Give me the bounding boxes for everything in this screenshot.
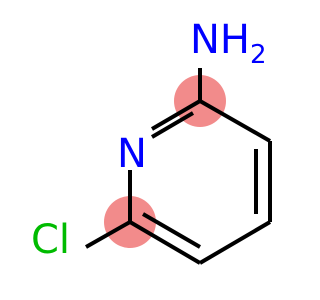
ring-nitrogen-label: N xyxy=(117,131,147,177)
bond-c5-c4 xyxy=(198,220,272,265)
bond-c6-c5 xyxy=(128,220,202,265)
molecule-diagram: NH2 N Cl xyxy=(31,17,272,265)
chlorine-label: Cl xyxy=(31,217,70,263)
bond-c6-c5-inner xyxy=(141,212,202,249)
bond-c2-n1-inner xyxy=(150,111,195,139)
bond-c2-n1 xyxy=(150,99,202,131)
amine-label: NH2 xyxy=(190,17,267,70)
bonds xyxy=(85,68,272,265)
bond-c6-cl xyxy=(85,220,131,249)
bond-c3-c2 xyxy=(199,99,271,143)
